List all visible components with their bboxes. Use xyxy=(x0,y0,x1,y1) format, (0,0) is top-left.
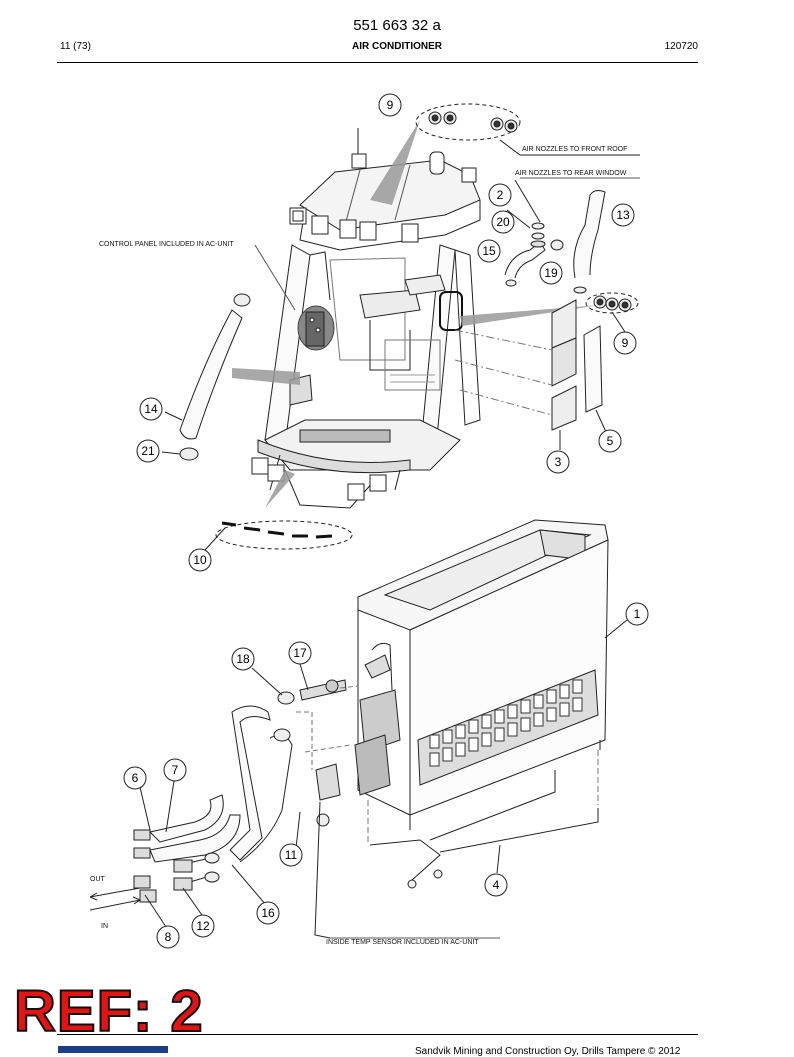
callout-8: 8 xyxy=(156,925,180,949)
callout-3: 3 xyxy=(546,450,570,474)
callout-17: 17 xyxy=(288,641,312,665)
callout-1: 1 xyxy=(625,602,649,626)
nozzle-group-front-roof xyxy=(415,103,640,156)
callout-4: 4 xyxy=(484,873,508,897)
callout-16: 16 xyxy=(256,901,280,925)
revision-code: 120720 xyxy=(664,41,698,52)
svg-text:10: 10 xyxy=(193,553,207,567)
filters xyxy=(454,299,607,450)
svg-text:15: 15 xyxy=(482,244,496,258)
callout-20: 20 xyxy=(491,210,515,234)
footer-divider xyxy=(57,1034,698,1035)
callout-21: 21 xyxy=(136,439,160,463)
callout-13: 13 xyxy=(611,203,635,227)
svg-text:7: 7 xyxy=(172,763,179,777)
svg-text:11: 11 xyxy=(285,848,298,862)
svg-text:9: 9 xyxy=(387,98,394,112)
air-duct-14 xyxy=(161,293,251,461)
callout-11: 11 xyxy=(279,843,303,867)
highlight-wedges xyxy=(232,120,600,508)
callout-9-top: 9 xyxy=(378,93,402,117)
document-number: 551 663 32 a xyxy=(353,17,441,34)
callout-10: 10 xyxy=(188,548,212,572)
label-front-roof-nozzles: AIR NOZZLES TO FRONT ROOF xyxy=(522,146,627,153)
svg-text:4: 4 xyxy=(493,878,500,892)
callout-18: 18 xyxy=(231,647,255,671)
label-out: OUT xyxy=(90,876,106,883)
callout-15: 15 xyxy=(477,239,501,263)
svg-text:12: 12 xyxy=(196,919,210,933)
ac-unit-illustration xyxy=(354,519,609,889)
svg-text:8: 8 xyxy=(165,930,172,944)
callout-7: 7 xyxy=(163,758,187,782)
coolant-hoses xyxy=(89,619,628,939)
svg-text:13: 13 xyxy=(616,208,630,222)
label-control-panel: CONTROL PANEL INCLUDED IN AC-UNIT xyxy=(99,241,234,248)
svg-text:1: 1 xyxy=(634,607,641,621)
header-divider xyxy=(57,62,698,63)
callout-2: 2 xyxy=(488,183,512,207)
ref-stamp: REF: 2 xyxy=(13,979,204,1044)
callout-5: 5 xyxy=(598,429,622,453)
svg-text:9: 9 xyxy=(622,336,629,350)
svg-text:16: 16 xyxy=(261,906,275,920)
page-number: 11 (73) xyxy=(60,41,91,52)
callout-12: 12 xyxy=(191,914,215,938)
callout-19: 19 xyxy=(539,261,563,285)
svg-text:5: 5 xyxy=(607,434,614,448)
nozzle-group-rear xyxy=(585,292,639,333)
svg-text:19: 19 xyxy=(544,266,558,280)
label-temp-sensor: INSIDE TEMP SENSOR INCLUDED IN AC-UNIT xyxy=(326,939,479,946)
svg-text:20: 20 xyxy=(496,215,510,229)
label-in: IN xyxy=(101,923,108,930)
callout-9-side: 9 xyxy=(613,331,637,355)
air-ducts-rear xyxy=(504,179,606,294)
label-rear-window-nozzles: AIR NOZZLES TO REAR WINDOW xyxy=(515,170,627,177)
callout-6: 6 xyxy=(123,766,147,790)
svg-text:6: 6 xyxy=(132,771,139,785)
cab-illustration xyxy=(251,128,481,509)
seal-strips xyxy=(204,520,353,551)
svg-text:17: 17 xyxy=(293,646,307,660)
svg-text:18: 18 xyxy=(236,652,250,666)
svg-text:21: 21 xyxy=(141,444,155,458)
section-title: AIR CONDITIONER xyxy=(352,41,442,52)
copyright-text: Sandvik Mining and Construction Oy, Dril… xyxy=(415,1046,681,1057)
company-logo-strip xyxy=(58,1046,168,1053)
svg-text:3: 3 xyxy=(555,455,562,469)
callout-14: 14 xyxy=(139,397,163,421)
svg-text:14: 14 xyxy=(144,402,158,416)
svg-text:2: 2 xyxy=(497,188,504,202)
